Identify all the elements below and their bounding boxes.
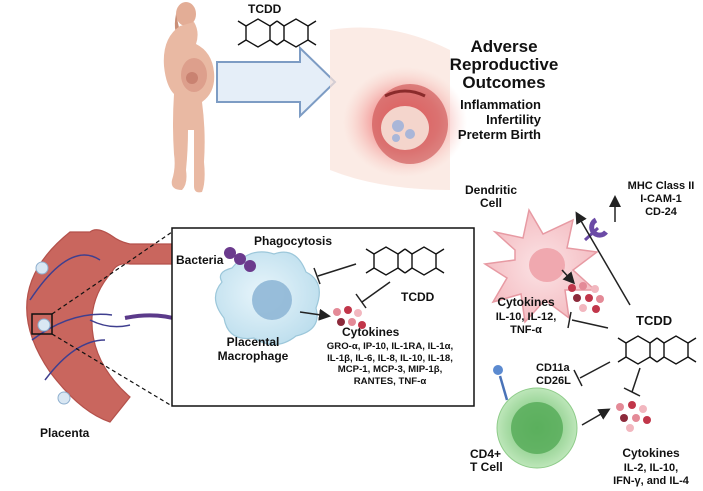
placenta-label: Placenta — [40, 426, 90, 440]
tcdd-right-connectors — [567, 211, 641, 397]
tcdd-label-right: TCDD — [636, 313, 673, 328]
tcell-markers: CD11a CD26L — [536, 362, 571, 388]
tcell-cytokines-list: IL-2, IL-10, IFN-γ, and IL-4 — [606, 462, 696, 488]
marker-item: I-CAM-1 — [640, 193, 682, 206]
macrophage-cytokine-dots — [333, 306, 366, 329]
cytokine-line: IL-10, IL-12, — [495, 311, 557, 323]
marker-item: CD-24 — [645, 206, 677, 219]
dendritic-cytokines-list: IL-10, IL-12, TNF-α — [484, 311, 568, 337]
cytokine-line: MCP-1, MCP-3, MIP-1β, — [337, 364, 443, 375]
outcome-item: Preterm Birth — [457, 126, 541, 142]
macrophage-label-line: Placental — [226, 335, 280, 349]
tcdd-molecule-box — [365, 246, 445, 276]
tcell-label-line: T Cell — [470, 460, 503, 475]
macrophage-connectors — [299, 263, 391, 321]
macrophage-cytokines-list: GRO-α, IP-10, IL-1RA, IL-1α, IL-1β, IL-6… — [306, 341, 474, 387]
tcell-label-line: CD4+ — [470, 447, 502, 461]
tcell-label: CD4+ T Cell — [470, 447, 503, 475]
dendritic-markers: MHC Class II I-CAM-1 CD-24 — [620, 180, 702, 220]
tcdd-label-box: TCDD — [401, 290, 435, 304]
dendritic-label-line: Dendritic — [464, 183, 517, 197]
macrophage-cytokines-title: Cytokines — [342, 325, 400, 339]
outcomes-heading-line: Adverse — [470, 37, 538, 56]
phagocytosis-label: Phagocytosis — [254, 234, 333, 248]
exposure-arrow — [216, 45, 337, 119]
cytokine-line: GRO-α, IP-10, IL-1RA, IL-1α, — [326, 341, 454, 352]
outcomes-heading: Adverse Reproductive Outcomes — [446, 38, 562, 92]
tcdd-label-top: TCDD — [248, 2, 282, 16]
marker-item: MHC Class II — [627, 180, 695, 192]
macrophage-label: Placental Macrophage — [203, 335, 303, 364]
t-cell — [493, 365, 611, 469]
bacteria-label: Bacteria — [176, 253, 224, 267]
dendritic-cytokines-title: Cytokines — [497, 295, 555, 309]
tcdd-molecule-top — [237, 18, 317, 48]
bacteria-icon — [224, 247, 256, 272]
marker-item: CD11a — [536, 362, 570, 374]
dendritic-label-line: Cell — [479, 195, 502, 210]
tcell-cytokine-dots — [616, 401, 651, 432]
outcomes-list: Inflammation Infertility Preterm Birth — [440, 97, 541, 143]
macrophage-cell — [214, 251, 320, 346]
marker-item: CD26L — [536, 375, 571, 388]
cytokine-line: IFN-γ, and IL-4 — [613, 475, 689, 488]
outcomes-heading-line: Outcomes — [462, 72, 546, 92]
uterus-illustration — [330, 27, 467, 190]
dendritic-cytokine-dots — [561, 269, 604, 313]
dendritic-cell-label: Dendritic Cell — [460, 184, 522, 209]
pregnant-woman-figure — [163, 2, 215, 193]
cytokine-line: IL-1β, IL-6, IL-8, IL-10, IL-18, — [327, 352, 453, 364]
cytokine-line: IL-2, IL-10, — [623, 462, 679, 474]
cytokine-line: RANTES, TNF-α — [353, 375, 427, 387]
outcomes-heading-line: Reproductive — [449, 54, 559, 74]
outcome-item: Inflammation — [460, 97, 541, 112]
tcell-cytokines-title: Cytokines — [622, 446, 680, 460]
dendritic-cell — [482, 195, 621, 324]
tcdd-molecule-right — [617, 335, 697, 365]
macrophage-label-line: Macrophage — [217, 348, 289, 363]
cytokine-line: TNF-α — [510, 324, 542, 337]
outcome-item: Infertility — [486, 111, 541, 127]
